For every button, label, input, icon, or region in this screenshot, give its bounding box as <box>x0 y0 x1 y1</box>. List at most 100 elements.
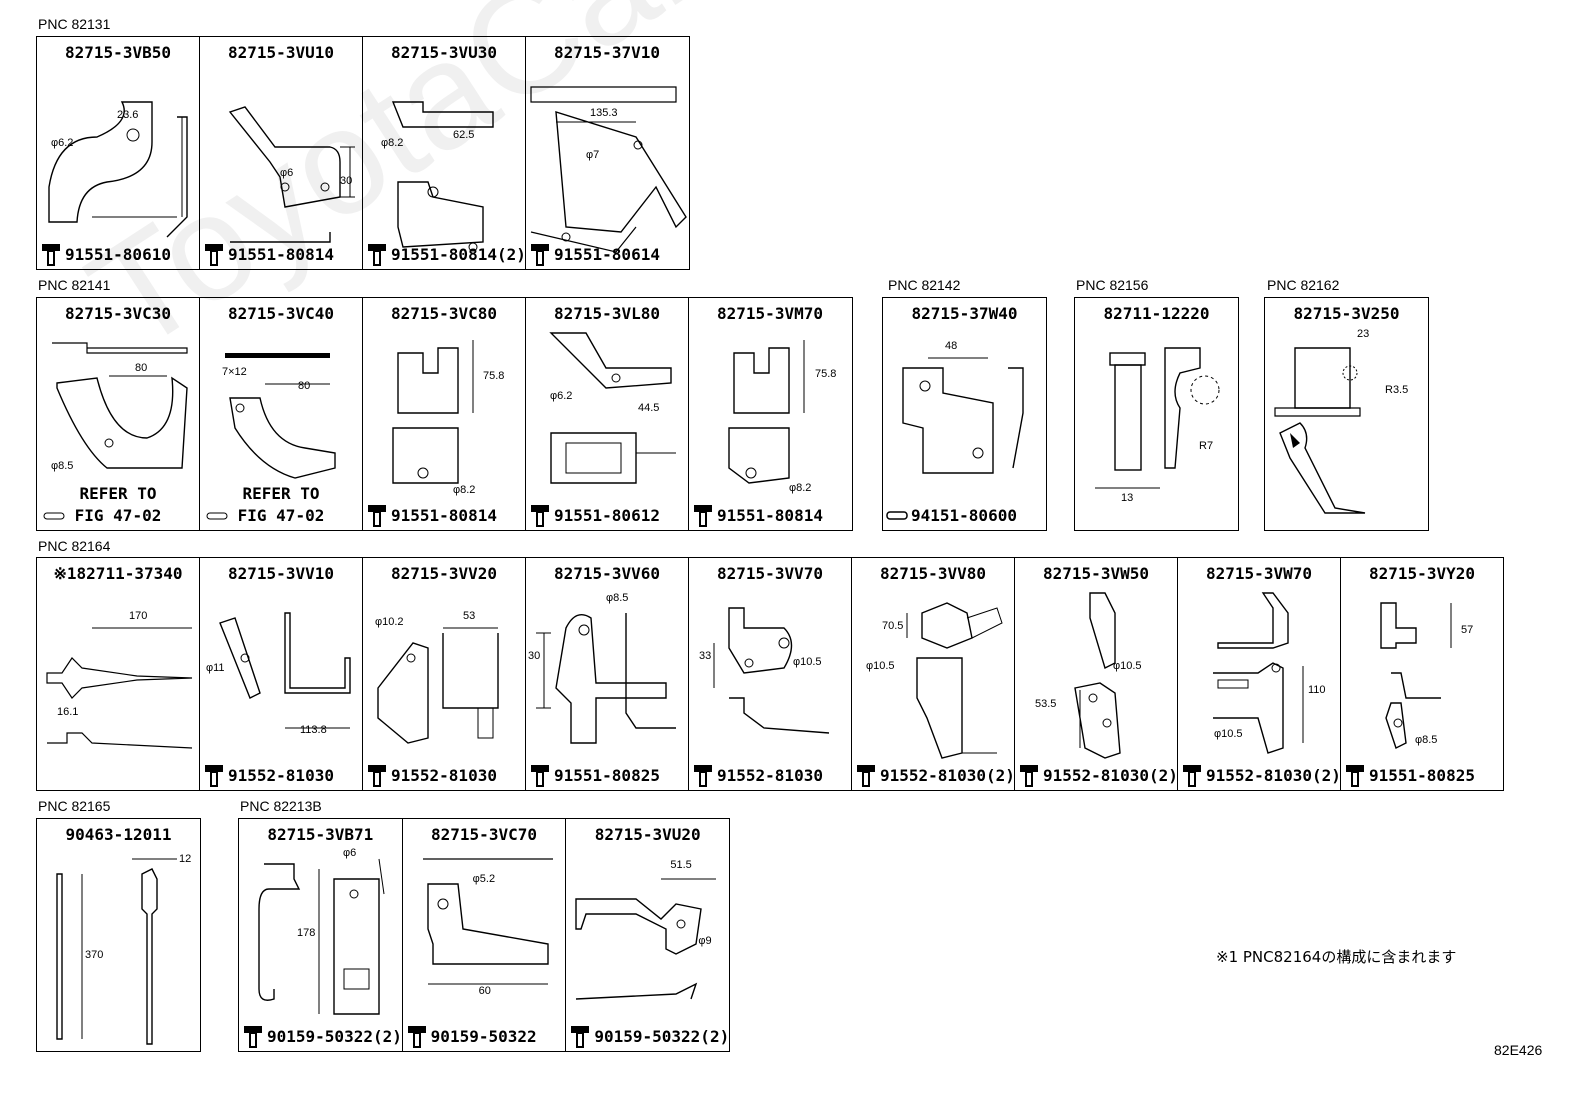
dimension-label: φ6.2 <box>550 390 573 402</box>
part-cell: 82715-3VL80 φ6.2 44.5 91551-80612 <box>526 298 689 530</box>
bolt-icon <box>205 244 223 266</box>
dimension-label: 33 <box>699 650 712 662</box>
part-number: 82711-12220 <box>1103 304 1210 323</box>
bracket-drawing <box>258 858 385 1015</box>
part-cell: ※182711-37340 170 16.1 <box>37 558 200 790</box>
bolt-icon <box>531 244 549 266</box>
bracket-drawing <box>219 612 351 729</box>
part-number: 82715-3VV60 <box>554 564 660 583</box>
figure-code: 82E426 <box>1494 1042 1543 1058</box>
part-number: 82715-3VM70 <box>717 304 823 323</box>
dimension-label: 80 <box>135 362 148 374</box>
bracket-drawing <box>228 106 355 243</box>
bolt-icon <box>368 505 386 527</box>
part-cell: 82711-12220 R7 13 <box>1075 298 1238 530</box>
bolt-callout: 91551-80610 <box>39 242 171 266</box>
part-cell: 82715-3VC70 φ5.2 60 90159-50322 <box>403 819 567 1051</box>
bracket-drawing <box>1274 347 1366 514</box>
bracket-drawing <box>728 340 805 484</box>
dimension-label: 62.5 <box>453 129 475 141</box>
dimension-label: φ8.5 <box>606 592 629 604</box>
bracket-drawing <box>52 342 188 469</box>
bolt-part-number: 91551-80614 <box>554 244 660 264</box>
dimension-label: φ10.5 <box>1113 660 1142 672</box>
part-cell: 82715-3VU20 51.5 φ9 90159-50322(2) <box>566 819 729 1051</box>
bolt-part-number: 91552-81030(2) <box>1043 765 1178 785</box>
dimension-label: φ8.5 <box>51 460 74 472</box>
parts-group-82131: 82715-3VB50 23.6 φ6.2 91551-80610 82715-… <box>36 36 690 270</box>
part-cell: 82715-3VU30 φ8.2 62.5 91551-80814(2) <box>363 37 526 269</box>
dimension-label: 30 <box>528 650 541 662</box>
bolt-part-number: 91552-81030 <box>717 765 823 785</box>
dimension-label: 75.8 <box>483 370 505 382</box>
bolt-part-number: 91551-80814 <box>391 505 497 525</box>
dimension-label: 135.3 <box>590 107 618 119</box>
dimension-label: 13 <box>1121 492 1134 504</box>
bolt-icon <box>244 1026 262 1048</box>
bolt-part-number: 91552-81030(2) <box>1206 765 1341 785</box>
parts-group-82162: 82715-3V250 23 R3.5 <box>1264 297 1429 531</box>
part-cell: 82715-3VV20 φ10.2 53 91552-81030 <box>363 558 526 790</box>
clamp-drawing <box>1095 347 1220 489</box>
bracket-drawing <box>1074 592 1121 759</box>
part-number: 82715-3VU20 <box>594 825 701 844</box>
bolt-icon <box>407 1026 426 1048</box>
part-cell: 82715-3V250 23 R3.5 <box>1265 298 1428 530</box>
bolt-icon <box>1346 765 1364 787</box>
dimension-label: 60 <box>478 985 491 997</box>
part-number: 90463-12011 <box>65 825 172 844</box>
bolt-part-number: 91552-81030 <box>391 765 497 785</box>
dimension-label: 53 <box>463 610 476 622</box>
pnc-label: PNC 82162 <box>1267 277 1340 293</box>
part-cell: 82715-3VB50 23.6 φ6.2 91551-80610 <box>37 37 200 269</box>
bracket-drawing <box>549 332 676 484</box>
pnc-label: PNC 82156 <box>1076 277 1149 293</box>
dimension-label: φ9 <box>698 935 712 947</box>
dimension-label: 113.8 <box>300 724 327 736</box>
bolt-icon <box>42 244 60 266</box>
dimension-label: R3.5 <box>1385 384 1409 396</box>
part-cell: 82715-3VV70 33 φ10.5 91552-81030 <box>689 558 852 790</box>
dimension-label: φ8.2 <box>381 137 404 149</box>
bracket-drawing <box>392 340 474 484</box>
part-number: 82715-3VV80 <box>880 564 986 583</box>
dimension-label: φ11 <box>206 662 225 674</box>
bolt-icon <box>1183 765 1201 787</box>
part-number: 82715-3VY20 <box>1369 564 1475 583</box>
dimension-label: 7×12 <box>222 366 247 378</box>
dimension-label: φ5.2 <box>472 873 496 885</box>
bolt-part-number: 90159-50322(2) <box>594 1026 730 1046</box>
bolt-callout: 91552-81030 <box>202 763 334 787</box>
bolt-part-number: 91551-80825 <box>554 765 660 785</box>
part-number: 82715-3VW70 <box>1206 564 1312 583</box>
pnc-label: PNC 82131 <box>38 16 111 32</box>
bracket-drawing <box>575 878 717 1000</box>
bolt-part-number: 91551-80814 <box>228 244 334 264</box>
bolt-callout: 91551-80814 <box>202 242 334 266</box>
part-number: 82715-3VB71 <box>267 825 374 844</box>
bolt-part-number: 91552-81030(2) <box>880 765 1015 785</box>
part-cell: 82715-3VV60 φ8.5 30 91551-80825 <box>526 558 689 790</box>
bolt-icon <box>205 765 223 787</box>
dimension-label: 51.5 <box>670 859 692 871</box>
part-number: 82715-3VL80 <box>554 304 660 323</box>
bolt-icon <box>368 244 386 266</box>
part-number: ※182711-37340 <box>53 564 183 583</box>
washer-icon <box>886 511 908 520</box>
connector-drawing <box>46 627 193 749</box>
dimension-label: φ8.5 <box>1415 734 1438 746</box>
part-number: 82715-3V250 <box>1293 304 1400 323</box>
footnote: ※1 PNC82164の構成に含まれます <box>1216 948 1457 966</box>
bolt-part-number: 91552-81030 <box>228 765 334 785</box>
parts-group-82142: 82715-37W40 48 94151-80600 <box>882 297 1047 531</box>
bolt-callout: 91551-80825 <box>1343 763 1475 787</box>
bolt-callout: 91552-81030(2) <box>854 763 1015 787</box>
dimension-label: 70.5 <box>882 620 904 632</box>
part-cell: 82715-3VU10 φ6 30 91551-80814 <box>200 37 363 269</box>
bolt-callout: 91552-81030(2) <box>1017 763 1178 787</box>
bolt-part-number: 94151-80600 <box>911 505 1017 525</box>
dimension-label: φ6 <box>343 847 357 859</box>
